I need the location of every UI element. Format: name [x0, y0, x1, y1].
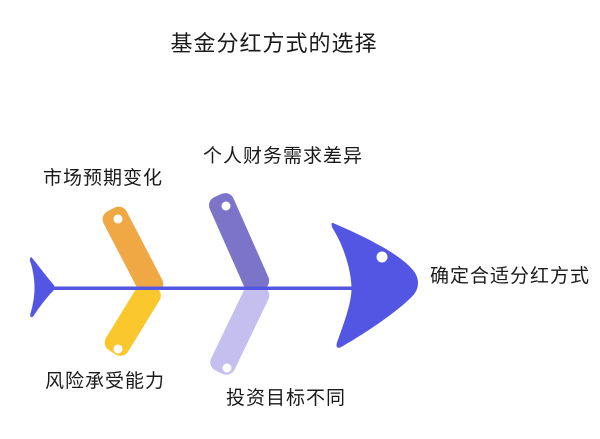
personal-bar-dot: [221, 201, 231, 211]
cause-bar-personal-shape: [208, 193, 270, 288]
cause-bar-investment-shape: [210, 288, 270, 375]
cause-label-risk-tolerance: 风险承受能力: [45, 371, 166, 392]
market-bar-dot: [113, 214, 123, 224]
fish-head: [331, 222, 418, 348]
cause-bar-personal-finance: [208, 193, 270, 288]
fish-spine: [48, 286, 352, 290]
cause-bar-risk-shape: [104, 288, 161, 356]
fish-tail: [29, 257, 55, 318]
cause-bar-market-expectation: [102, 206, 164, 288]
head-label: 确定合适分红方式: [430, 266, 591, 287]
cause-bar-investment-goal: [210, 288, 270, 375]
cause-label-personal-finance: 个人财务需求差异: [203, 146, 364, 167]
investment-bar-dot: [222, 363, 232, 373]
diagram-title: 基金分红方式的选择: [170, 31, 378, 56]
cause-bar-risk-tolerance: [104, 288, 161, 356]
cause-bar-market-shape: [102, 206, 164, 288]
risk-bar-dot: [113, 344, 123, 354]
cause-label-investment-goal: 投资目标不同: [226, 388, 347, 409]
fish-eye-dot: [376, 251, 388, 263]
cause-label-market-expectation: 市场预期变化: [43, 168, 164, 189]
